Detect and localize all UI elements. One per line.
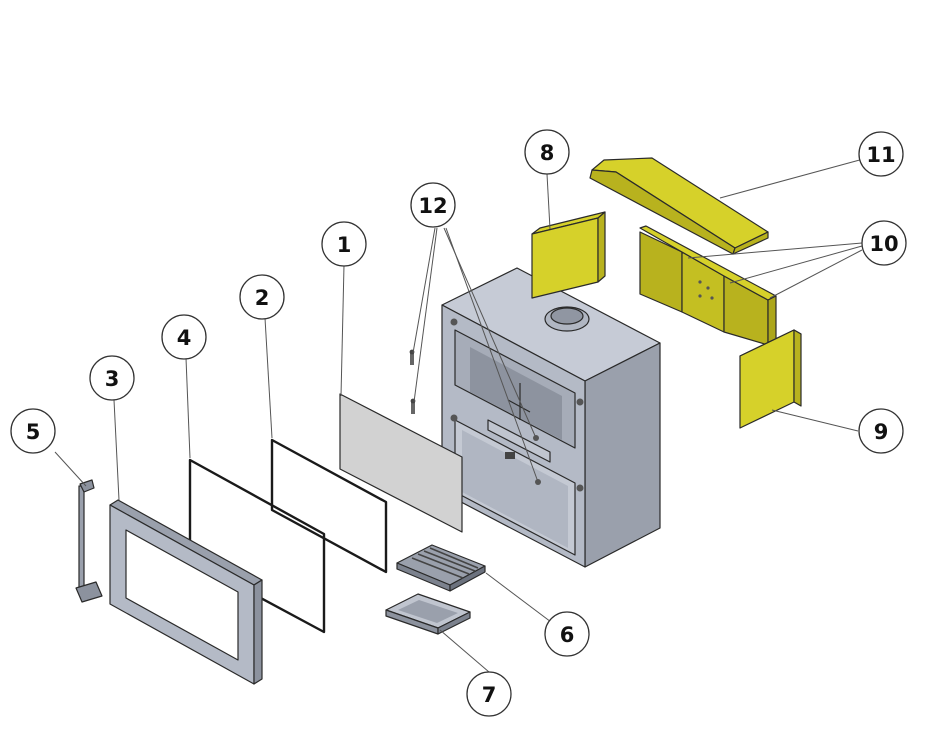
door-gasket	[188, 458, 326, 634]
callout-4-label: 4	[177, 326, 192, 350]
leader-lines	[54, 157, 868, 673]
glass-panel	[339, 393, 463, 533]
grate	[396, 544, 486, 592]
callout-1: 1	[321, 221, 367, 267]
callout-12: 12	[410, 182, 456, 228]
callout-3-label: 3	[105, 367, 120, 391]
ash-pan	[385, 593, 471, 635]
glass-gasket	[270, 438, 388, 574]
firebrick-back-row	[639, 225, 777, 346]
callout-11-label: 11	[866, 143, 895, 167]
callout-11: 11	[858, 131, 904, 177]
callout-9: 9	[858, 408, 904, 454]
stove-body	[441, 267, 661, 568]
callout-1-label: 1	[337, 233, 352, 257]
callout-6: 6	[544, 611, 590, 657]
callout-3: 3	[89, 355, 135, 401]
firebrick-right	[739, 329, 802, 429]
glass-brackets	[409, 349, 416, 414]
callout-10: 10	[861, 220, 907, 266]
callout-5: 5	[10, 408, 56, 454]
callout-2-label: 2	[255, 286, 270, 310]
callout-5-label: 5	[26, 420, 41, 444]
callout-7: 7	[466, 671, 512, 717]
door-handle	[75, 479, 103, 603]
callout-8: 8	[524, 129, 570, 175]
firebrick-top	[589, 157, 769, 255]
callout-4: 4	[161, 314, 207, 360]
callout-9-label: 9	[874, 420, 889, 444]
callout-6-label: 6	[560, 623, 575, 647]
firebrick-left	[531, 211, 606, 299]
callout-2: 2	[239, 274, 285, 320]
callout-12-label: 12	[418, 194, 447, 218]
callout-7-label: 7	[482, 683, 497, 707]
callout-8-label: 8	[540, 141, 555, 165]
door-frame	[109, 499, 263, 685]
callout-10-label: 10	[869, 232, 898, 256]
